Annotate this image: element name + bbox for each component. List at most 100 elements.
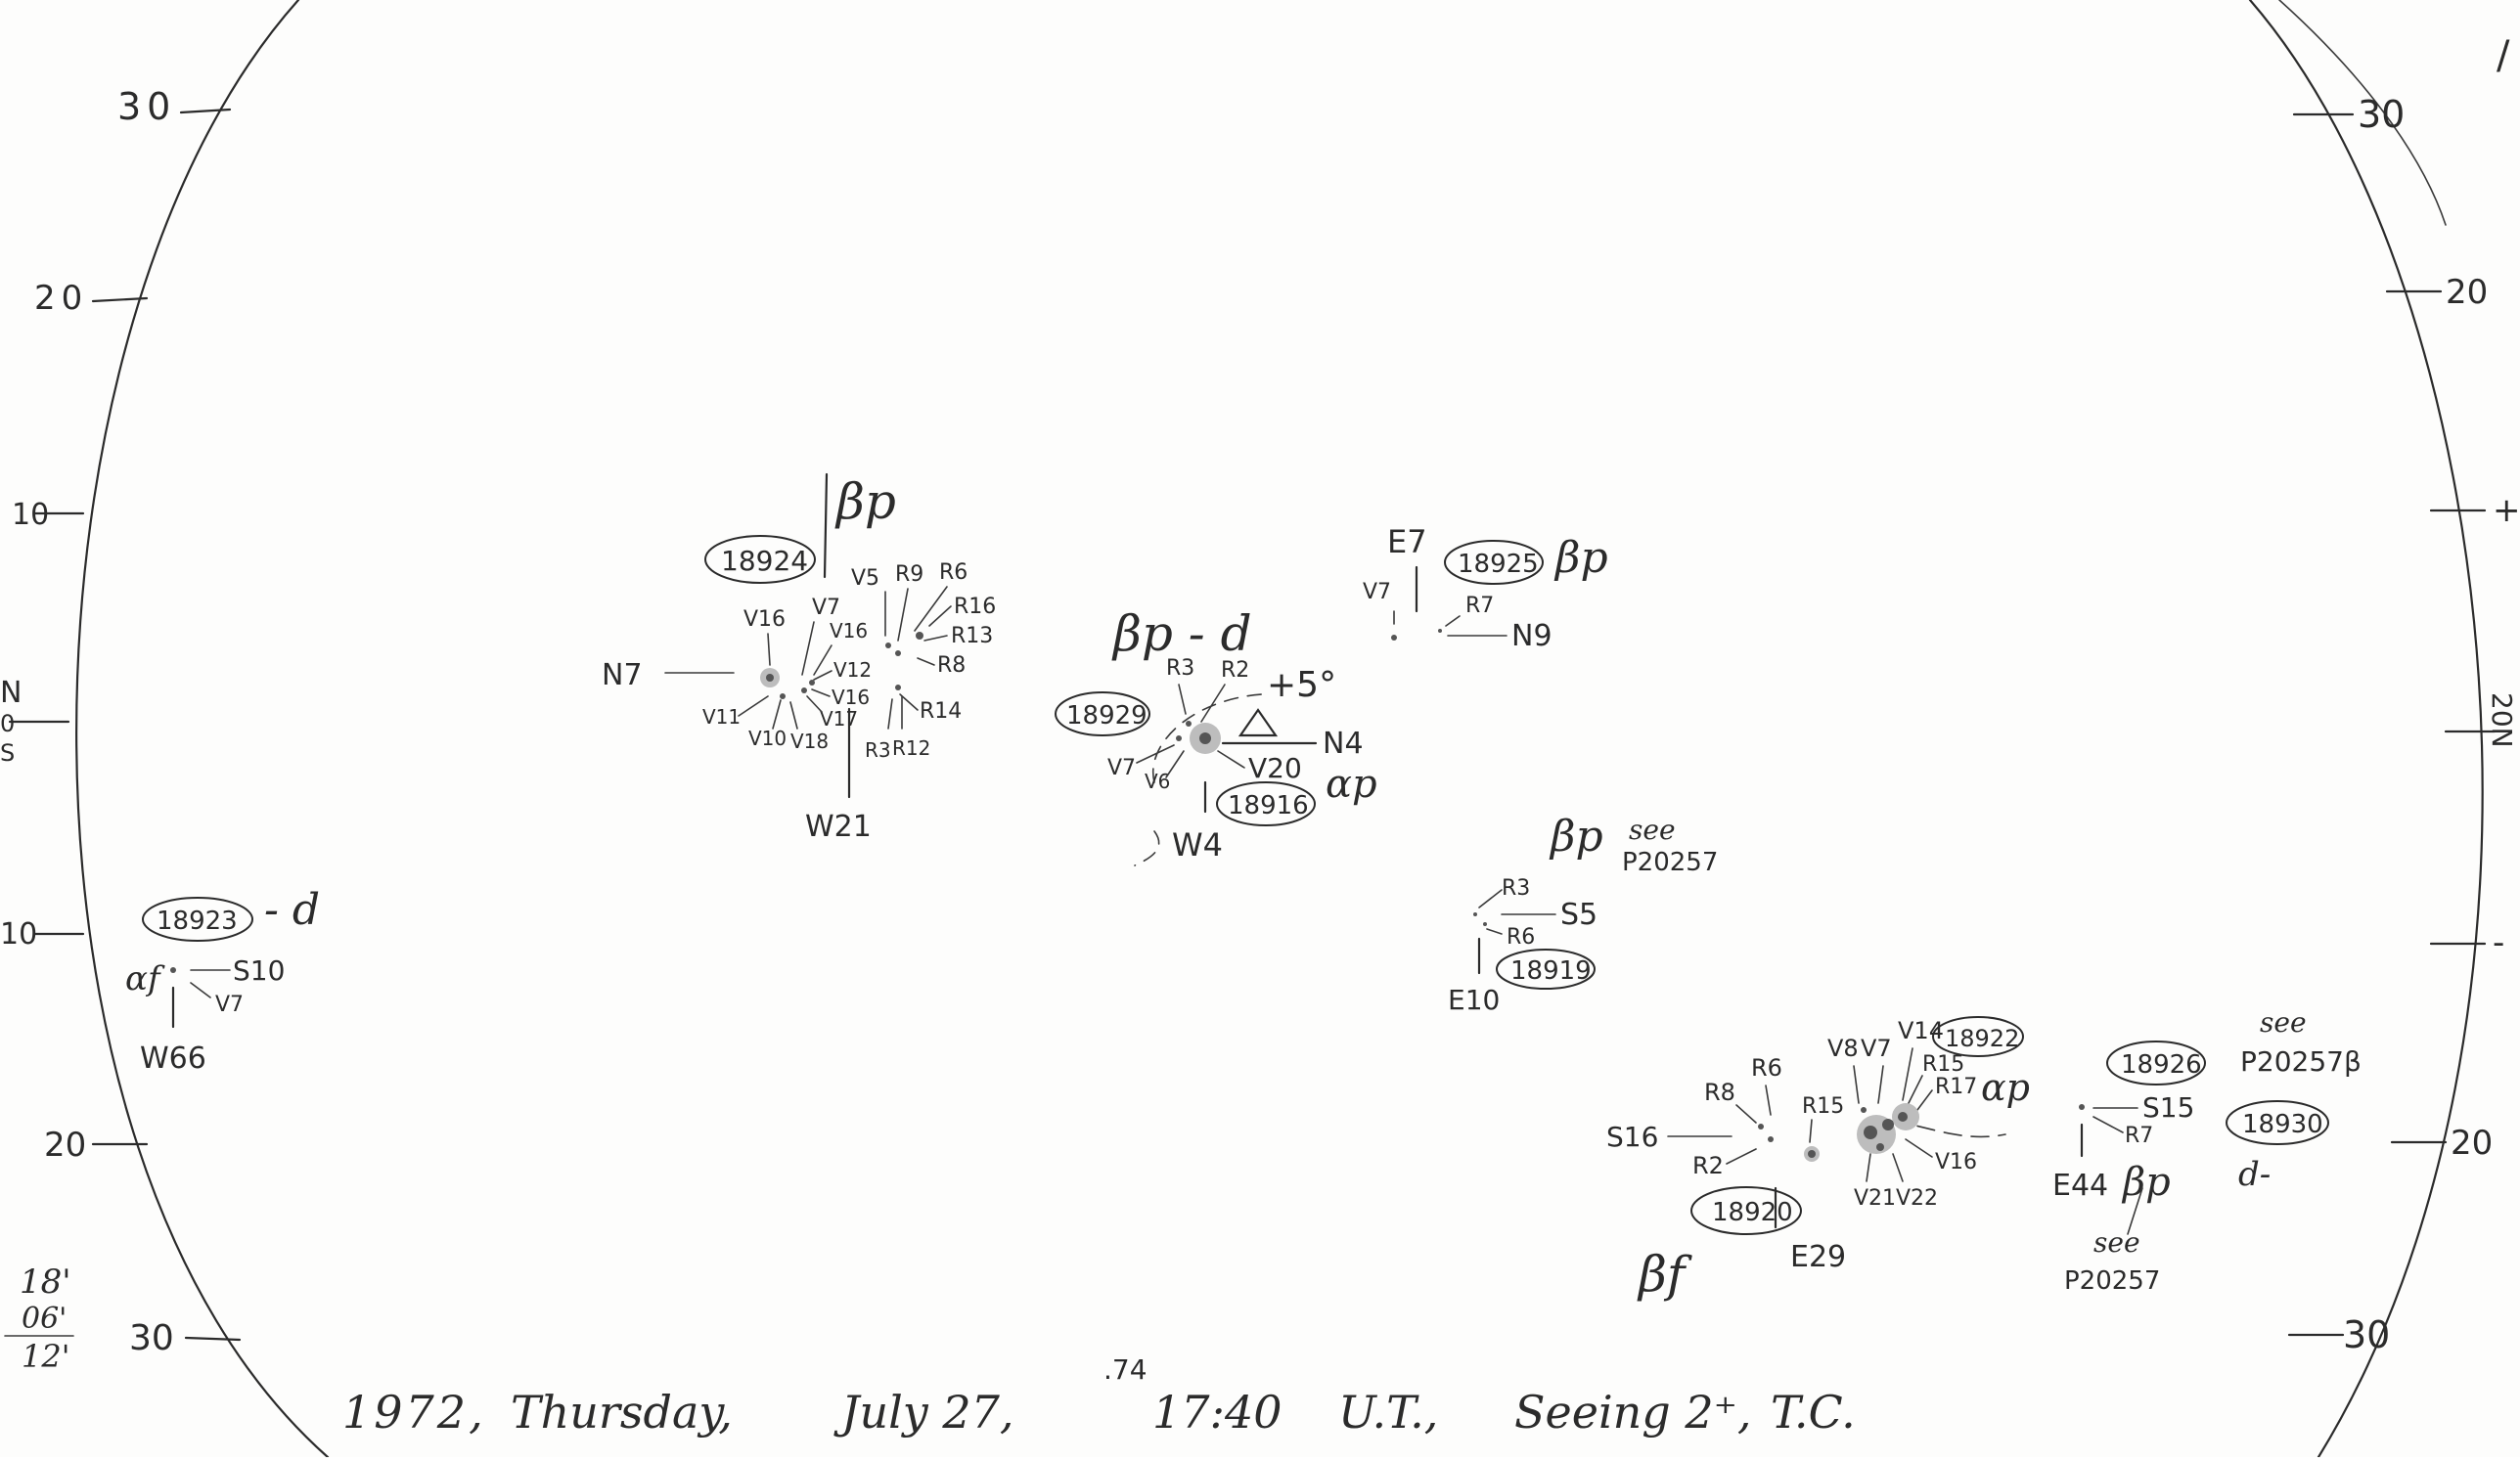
mcintosh-class: βp - d (1111, 605, 1252, 662)
group-18919: βp see P20257 R3 S5 R6 E10 18919 (1448, 812, 1718, 1016)
umbra (766, 674, 774, 682)
mcintosh-class: βp (834, 473, 896, 530)
see-note: see (2093, 1226, 2140, 1259)
svg-text:V14: V14 (1898, 1017, 1944, 1044)
mcintosh-class: d- (2238, 1155, 2271, 1194)
svg-text:R8: R8 (937, 653, 966, 678)
svg-text:V18: V18 (790, 730, 829, 753)
umbra (1473, 912, 1477, 916)
footer-year: 1972, (342, 1386, 486, 1439)
group-18924: 18924 βp N7 V16 V7 V16 V5 R9 R6 R16 R13 … (602, 472, 996, 844)
group-number-circle (2106, 1041, 2206, 1085)
left-tick-label: S (0, 739, 15, 767)
umbra (1199, 732, 1211, 744)
svg-text:S5: S5 (1560, 898, 1598, 932)
corner-note: 18' 06' 12' (4, 1263, 74, 1375)
svg-text:R13: R13 (951, 624, 993, 648)
umbra (1391, 635, 1397, 641)
umbra (809, 680, 815, 686)
umbra (780, 693, 786, 699)
right-tick-label: + (2493, 491, 2520, 530)
svg-text:R16: R16 (954, 595, 996, 619)
observation-footer: 1972, Thursday, July 27, .74 17:40 U.T.,… (342, 1353, 1856, 1439)
left-tick-label: 10 (12, 498, 49, 532)
footer-time: 17:40 (1152, 1386, 1282, 1439)
umbra (1882, 1119, 1894, 1130)
footer-ut: U.T., (1338, 1386, 1438, 1439)
svg-text:R2: R2 (1692, 1152, 1724, 1179)
umbra (2079, 1104, 2085, 1110)
solar-limb-left (75, 0, 330, 1459)
svg-text:S16: S16 (1606, 1121, 1658, 1153)
svg-text:R3: R3 (865, 738, 891, 762)
group-18923: 18923 - d αf S10 V7 W66 (125, 885, 320, 1076)
umbra (1768, 1136, 1774, 1142)
svg-text:W66: W66 (140, 1041, 206, 1076)
svg-text:06': 06' (22, 1302, 67, 1336)
right-scale: 30 20 + - 20 30 / 20N (2287, 33, 2520, 1356)
left-tick-label: 20 (34, 279, 88, 318)
svg-text:R6: R6 (1751, 1054, 1782, 1082)
svg-text:V7: V7 (812, 596, 840, 620)
svg-text:R8: R8 (1704, 1079, 1735, 1106)
svg-text:V7: V7 (215, 993, 244, 1017)
svg-text:S15: S15 (2142, 1091, 2194, 1124)
left-tick-label: 20 (44, 1126, 86, 1165)
svg-text:R6: R6 (1507, 925, 1535, 950)
triangle-mark (1238, 708, 1279, 737)
svg-text:V11: V11 (702, 705, 741, 729)
svg-text:R14: R14 (920, 699, 962, 724)
svg-text:V20: V20 (1248, 752, 1302, 784)
plate-ref: P20257 (1622, 848, 1718, 877)
svg-text:R3: R3 (1166, 656, 1194, 681)
umbra (1808, 1150, 1816, 1158)
umbra (1861, 1107, 1867, 1113)
group-number-circle (142, 897, 253, 942)
svg-text:12': 12' (22, 1338, 70, 1375)
group-18929: βp - d 18929 R3 R2 +5° N4 V20 V7 V6 W4 1… (1055, 605, 1377, 866)
svg-text:+5°: +5° (1267, 665, 1336, 705)
umbra (916, 632, 923, 640)
svg-text:W4: W4 (1172, 826, 1223, 864)
group-number: 18930 (2242, 1110, 2323, 1139)
svg-text:R17: R17 (1935, 1075, 1977, 1099)
svg-text:V16: V16 (832, 686, 870, 709)
svg-text:R3: R3 (1502, 876, 1530, 901)
group-number: 18920 (1712, 1198, 1793, 1227)
left-scale: 30 20 10 N 0 S 10 20 30 (0, 85, 242, 1358)
right-tick-label: 20 (2446, 273, 2488, 312)
footer-date: July 27, (833, 1386, 1014, 1439)
svg-text:18': 18' (20, 1263, 71, 1302)
svg-text:V16: V16 (830, 619, 868, 642)
svg-text:R2: R2 (1221, 658, 1249, 683)
svg-text:R15: R15 (1802, 1094, 1844, 1119)
svg-text:R9: R9 (895, 562, 923, 587)
mcintosh-class: αp (1326, 762, 1377, 807)
svg-text:V8: V8 (1827, 1035, 1859, 1062)
umbra (895, 650, 901, 656)
svg-text:V10: V10 (748, 727, 787, 750)
svg-text:E10: E10 (1448, 984, 1500, 1016)
svg-text:N9: N9 (1511, 619, 1552, 653)
footer-weekday: Thursday, (511, 1386, 733, 1439)
umbra (1758, 1124, 1764, 1130)
plate-ref: P20257β (2240, 1045, 2362, 1078)
svg-text:V21: V21 (1854, 1186, 1896, 1211)
group-number: 18916 (1228, 791, 1309, 820)
group-number: 18919 (1510, 956, 1592, 986)
footer-seeing: Seeing 2⁺, (1514, 1386, 1752, 1439)
umbra (1483, 922, 1487, 926)
mcintosh-class: βp (1549, 812, 1603, 862)
left-tick-label: 30 (117, 85, 176, 128)
left-tick-label: N (0, 676, 22, 710)
group-18926: 18926 S15 R7 E44 βp see P20257 (2052, 1041, 2206, 1296)
group-number-circle (1444, 540, 1544, 585)
svg-text:R6: R6 (939, 560, 968, 585)
group-number: 18924 (721, 545, 808, 577)
umbra (885, 642, 891, 648)
right-tick-label: - (2493, 923, 2504, 962)
svg-text:N4: N4 (1323, 727, 1364, 761)
footer-observer: T.C. (1771, 1386, 1856, 1439)
group-number: 18926 (2121, 1050, 2202, 1080)
mcintosh-class: βp (1553, 533, 1608, 583)
